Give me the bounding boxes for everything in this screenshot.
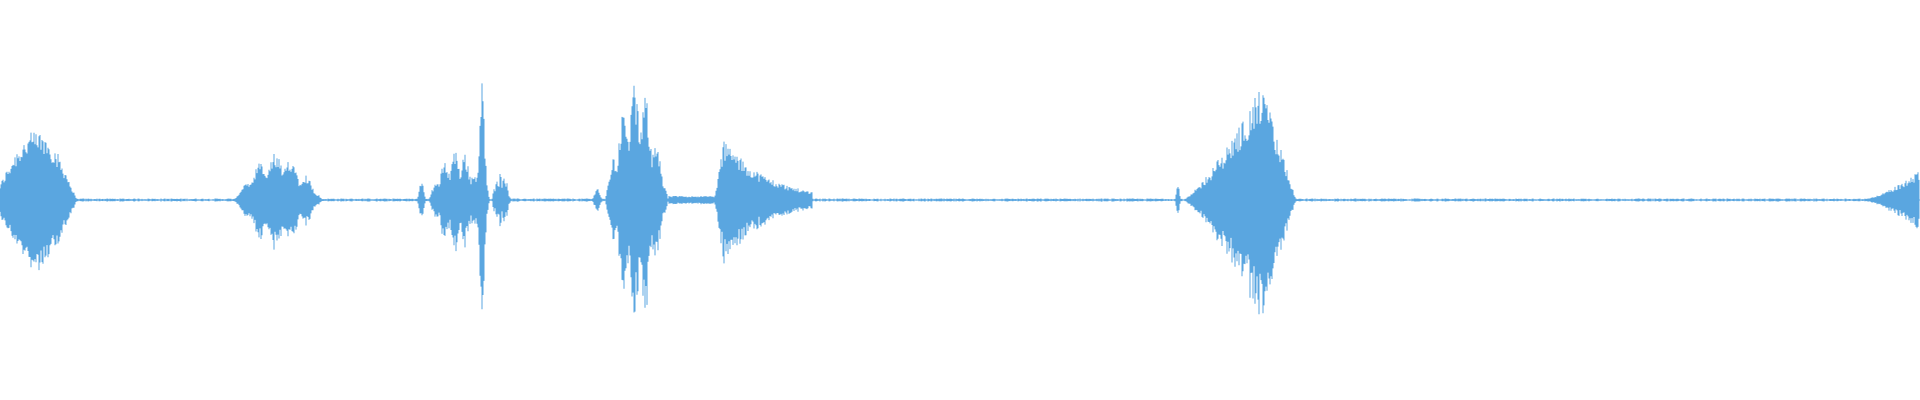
- waveform-path: [0, 83, 1920, 315]
- waveform-trace: [0, 83, 1920, 315]
